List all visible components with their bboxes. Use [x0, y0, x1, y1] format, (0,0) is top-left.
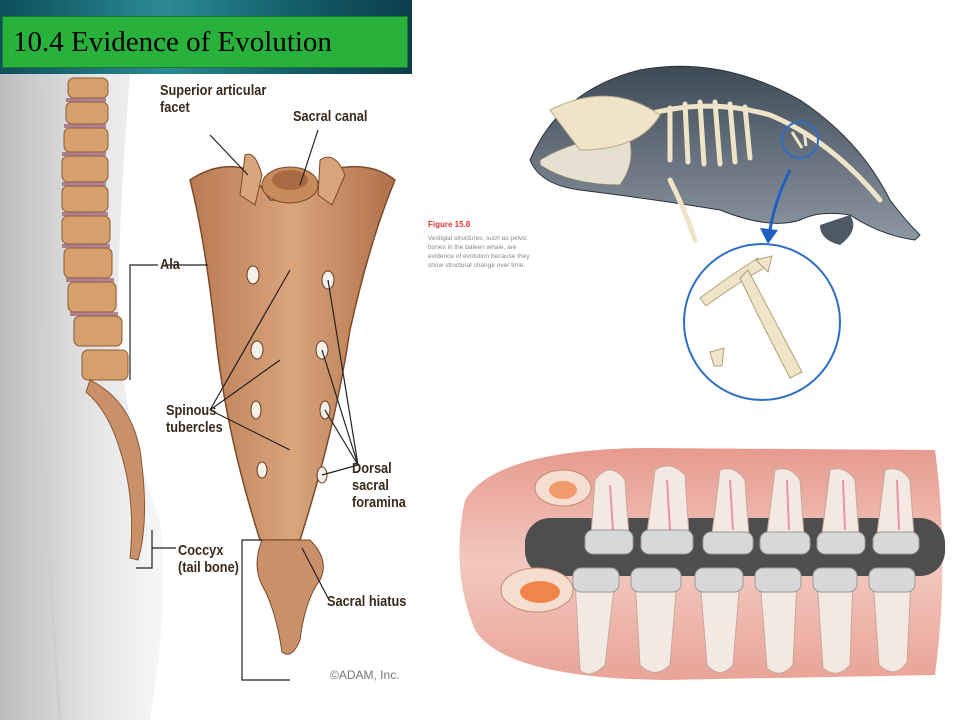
label-dorsal-sacral-foramina: Dorsal sacral foramina — [352, 460, 406, 511]
sacrum-illustration — [0, 74, 396, 720]
whale-illustration — [529, 65, 921, 401]
label-spinous-tubercles: Spinous tubercles — [166, 402, 223, 436]
slide-title: 10.4 Evidence of Evolution — [13, 26, 332, 58]
figure-number: Figure 15.8 — [428, 220, 471, 229]
title-bar: 10.4 Evidence of Evolution — [2, 16, 408, 68]
label-sacral-canal: Sacral canal — [293, 108, 368, 125]
label-ala: Ala — [160, 256, 180, 273]
teeth-illustration — [459, 448, 945, 680]
label-coccyx: Coccyx (tail bone) — [178, 542, 239, 576]
figure-caption: Vestigial structures, such as pelvic bon… — [428, 235, 530, 269]
copyright-notice: ©ADAM, Inc. — [330, 668, 400, 682]
label-sacral-hiatus: Sacral hiatus — [327, 593, 407, 610]
label-superior-articular-facet: Superior articular facet — [160, 82, 267, 116]
